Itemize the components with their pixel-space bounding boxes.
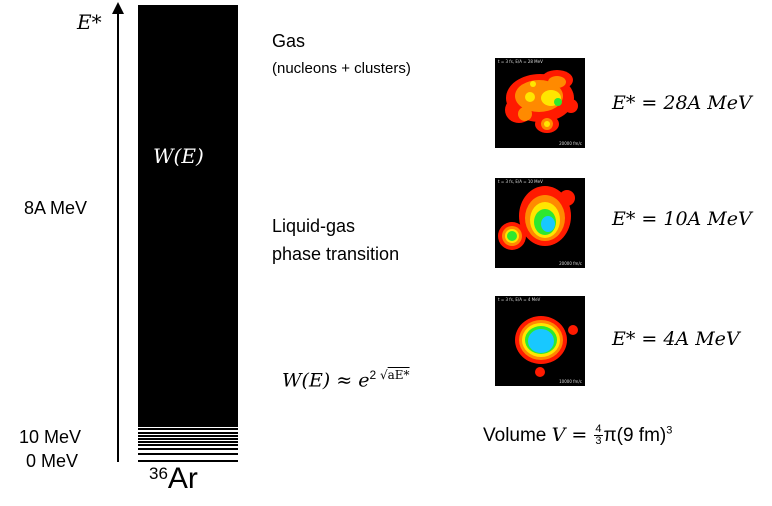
snapshot-liquid-gas: t = 3 fs, E/A = 10 MeV 20000 fm/c [495,178,585,268]
gas-title: Gas [272,31,306,51]
tick-label-10-mev: 10 MeV [19,427,82,447]
snapshot-header: t = 3 fs, E/A = 10 MeV [498,179,543,184]
level-line [138,444,238,446]
nucleus-mass: 36 [149,464,168,483]
level-line [138,435,238,437]
snapshot-gas: t = 3 fs, E/A = 28 MeV 20000 fm/c [495,58,585,148]
axis-label: E* [77,10,102,34]
bar-label: W(E) [153,144,204,168]
nucleus-symbol: Ar [167,462,198,495]
energy-label-28A: E* = 28A MeV [612,92,752,114]
discrete-levels [138,425,238,463]
level-line [138,441,238,443]
formula-exp-coeff: 2 [369,368,377,382]
level-density-formula: W(E) ≈ e2 √aE* [282,368,410,392]
level-line [138,438,238,440]
level-line [138,448,238,450]
level-line [138,453,238,455]
snapshot-footer: 20000 fm/c [559,141,582,146]
liquid-gas-line1: Liquid-gas [272,216,356,236]
tick-label-8A-mev: 8A MeV [24,198,88,218]
energy-label-4A: E* = 4A MeV [612,328,740,350]
snapshot-footer: 10000 fm/c [559,379,582,384]
snapshot-header: t = 3 fs, E/A = 4 MeV [498,297,541,302]
formula-exp-sqrt: aE* [387,368,410,382]
level-line [138,460,238,462]
liquid-gas-line2: phase transition [272,244,400,264]
snapshot-header: t = 3 fs, E/A = 28 MeV [498,59,543,64]
tick-label-0-mev: 0 MeV [26,451,79,471]
energy-label-10A: E* = 10A MeV [612,208,752,230]
snapshot-footer: 20000 fm/c [559,261,582,266]
snapshot-liquid: t = 3 fs, E/A = 4 MeV 10000 fm/c [495,296,585,386]
formula-lhs: W(E) ≈ e [282,369,370,392]
level-line [138,432,238,434]
gas-subtitle: (nucleons + clusters) [272,60,411,77]
energy-axis [112,2,124,462]
nucleus-label: 36Ar [149,462,198,496]
axis-arrowhead [112,2,124,14]
level-line [138,428,238,430]
level-density-bar [138,5,238,427]
